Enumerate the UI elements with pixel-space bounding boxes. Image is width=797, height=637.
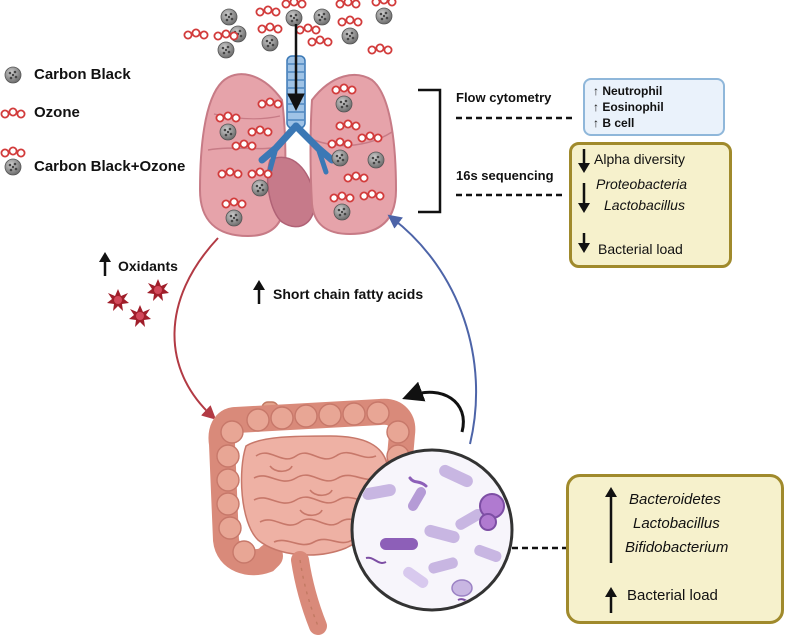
microbiome-magnifier — [350, 448, 514, 612]
gut-bacterial-load-label: Bacterial load — [627, 587, 718, 604]
oxidants-label: Oxidants — [118, 258, 178, 274]
legend-carbon-black-ozone: Carbon Black+Ozone — [34, 158, 186, 175]
b-cell-result: ↑ B cell — [593, 116, 635, 130]
ozone-icon — [0, 107, 26, 119]
inhaled-particles — [183, 0, 395, 58]
proteobacteria-label: Proteobacteria — [596, 176, 688, 192]
lactobacillus-label: Lactobacillus — [604, 197, 685, 213]
eosinophil-label: Eosinophil — [602, 100, 664, 114]
b-cell-label: B cell — [602, 116, 635, 130]
bacterial-load-label: Bacterial load — [598, 241, 683, 257]
bifidobacterium-label: Bifidobacterium — [625, 539, 729, 556]
neutrophil-label: Neutrophil — [602, 84, 663, 98]
alpha-diversity-label: Alpha diversity — [594, 151, 686, 167]
bacteroidetes-label: Bacteroidetes — [629, 491, 721, 508]
eosinophil-result: ↑ Eosinophil — [593, 100, 664, 114]
carbon-black-ozone-icon — [1, 147, 24, 175]
legend-ozone: Ozone — [34, 104, 80, 121]
gut-up-arrows — [605, 487, 617, 613]
flow-cytometry-results-box: ↑ Neutrophil ↑ Eosinophil ↑ B cell — [583, 78, 725, 136]
microbiome-arrow — [402, 381, 465, 433]
legend-icons — [0, 66, 26, 175]
lungs-illustration — [198, 24, 398, 238]
lung-to-gut-arrow — [173, 237, 219, 420]
legend-carbon-black: Carbon Black — [34, 66, 131, 83]
neutrophil-result: ↑ Neutrophil — [593, 84, 663, 98]
oxidant-particles — [107, 279, 169, 327]
lung-panel-connectors — [418, 88, 572, 214]
scfa-label: Short chain fatty acids — [273, 286, 424, 302]
flow-cytometry-label: Flow cytometry — [456, 90, 552, 105]
gut-to-lung-arrow — [387, 214, 477, 445]
sequencing-results-box: Alpha diversity Proteobacteria Lactobaci… — [569, 142, 732, 268]
gut-results-box: Bacteroidetes Lactobacillus Bifidobacter… — [566, 474, 784, 624]
sequencing-label: 16s sequencing — [456, 168, 554, 183]
sequencing-down-arrows — [578, 149, 590, 253]
gut-lactobacillus-label: Lactobacillus — [633, 515, 720, 532]
indicator-arrows — [99, 252, 265, 304]
carbon-black-icon — [4, 66, 22, 84]
